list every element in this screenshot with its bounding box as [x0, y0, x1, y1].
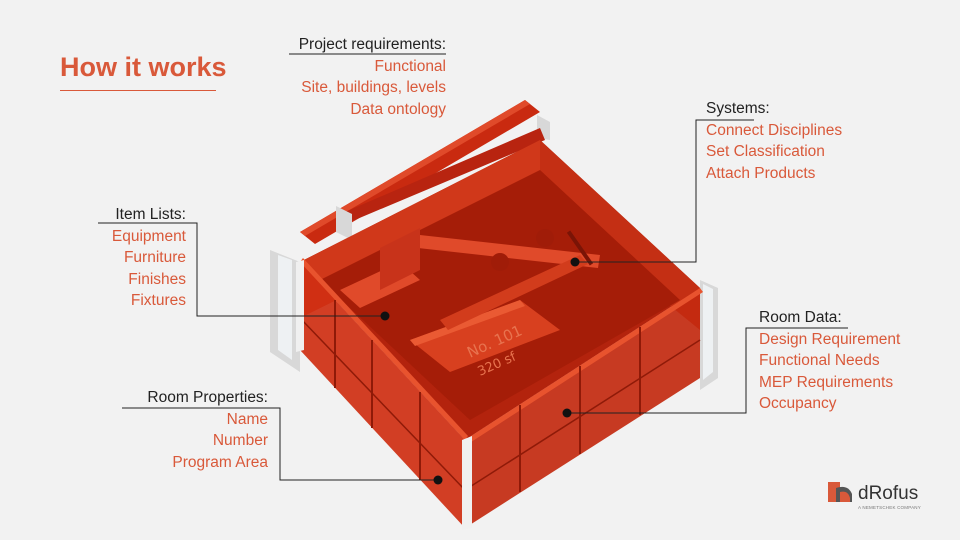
drofus-logo: dRofus A NEMETSCHEK COMPANY: [826, 480, 921, 511]
room-properties-item: Program Area: [172, 453, 268, 471]
project-requirements-item: Site, buildings, levels: [301, 79, 446, 96]
person-figure-1: [491, 253, 509, 271]
room-properties-item: Number: [212, 432, 268, 449]
beam-lower: [345, 128, 545, 222]
room-data-heading: Room Data:: [759, 309, 842, 326]
long-table-top: [410, 300, 525, 346]
item-lists-callout: Item Lists: Equipment Furniture Finishes…: [60, 204, 186, 312]
cabinet: [380, 228, 420, 290]
right-side-wall-edge: [703, 284, 713, 380]
item-lists-item: Fixtures: [130, 292, 186, 309]
project-requirements-callout: Project requirements: Functional Site, b…: [250, 34, 446, 120]
room-properties-heading: Room Properties:: [147, 389, 268, 406]
room-data-callout: Room Data: Design Requirement Functional…: [759, 307, 949, 415]
systems-heading: Systems:: [706, 100, 770, 117]
item-lists-heading: Item Lists:: [115, 206, 186, 223]
left-corner-post: [296, 260, 304, 352]
project-requirements-item: Functional: [374, 57, 446, 75]
systems-item: Set Classification: [706, 143, 825, 160]
room-properties-item: Name: [226, 410, 268, 428]
drofus-logo-icon: [828, 482, 852, 502]
systems-callout: Systems: Connect Disciplines Set Classif…: [706, 98, 906, 184]
project-requirements-heading: Project requirements:: [298, 36, 446, 53]
room-data-item: MEP Requirements: [759, 373, 894, 391]
brand-name: dRofus: [858, 483, 919, 504]
room-properties-callout: Room Properties: Name Number Program Are…: [100, 387, 268, 473]
systems-item: Attach Products: [706, 164, 816, 182]
beam-upper-top: [300, 100, 530, 236]
left-side-wall-edge: [278, 255, 292, 360]
corner-post: [462, 436, 472, 530]
item-lists-item: Finishes: [128, 270, 186, 288]
systems-item: Connect Disciplines: [706, 121, 843, 139]
item-lists-item: Equipment: [111, 227, 186, 245]
room-data-item: Design Requirement: [759, 330, 901, 348]
pipe-run: [418, 235, 600, 268]
project-requirements-item: Data ontology: [350, 100, 446, 118]
item-lists-item: Furniture: [123, 249, 186, 266]
room-data-item: Functional Needs: [759, 352, 880, 369]
brand-tagline: A NEMETSCHEK COMPANY: [858, 505, 921, 510]
person-figure-2: [536, 229, 554, 247]
room-data-item: Occupancy: [759, 395, 837, 412]
title-underline: [60, 90, 216, 91]
pipe-diagonal: [440, 255, 588, 330]
long-table: [410, 300, 560, 372]
slide-title: How it works: [60, 52, 227, 82]
